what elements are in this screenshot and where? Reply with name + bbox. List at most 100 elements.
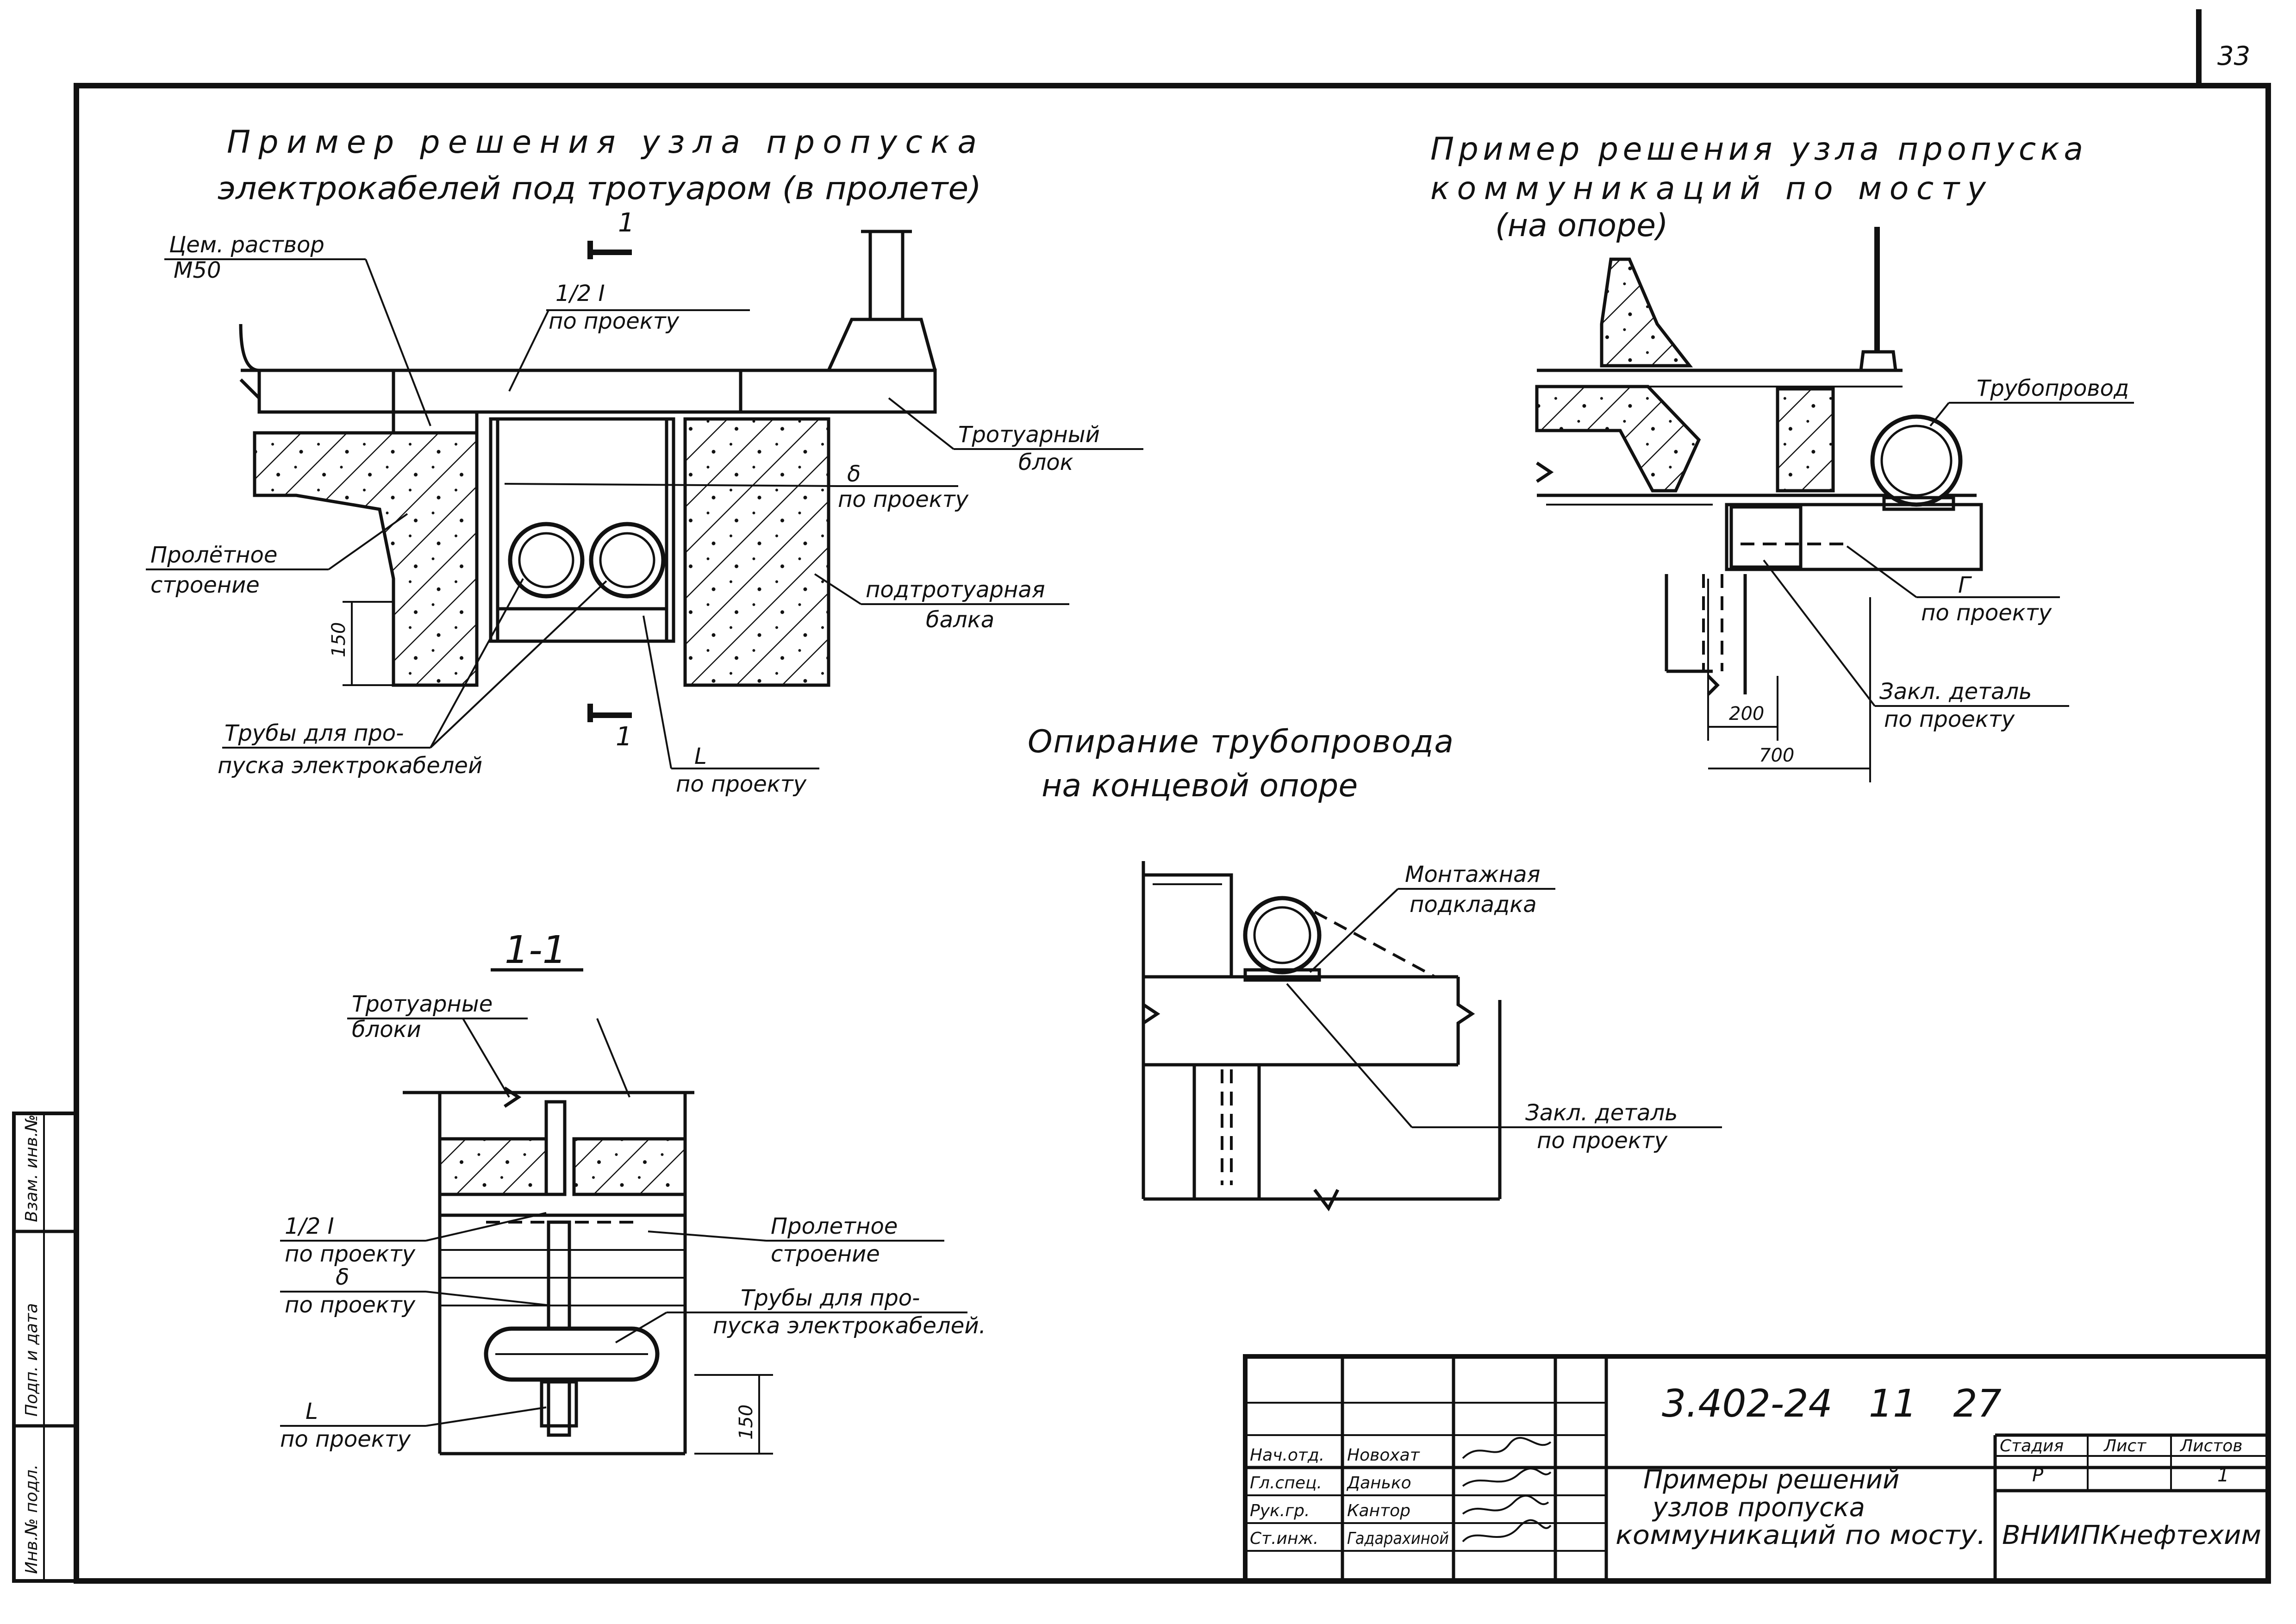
pipeline-label: Трубопровод xyxy=(1977,375,2129,401)
doc-title-1: Примеры решений xyxy=(1643,1465,1899,1495)
detail-on-support: Пример решения узла пропуска коммуникаци… xyxy=(1430,131,2134,782)
section-mark-bottom: 1 xyxy=(616,722,632,752)
span-structure-label-2: строение xyxy=(150,572,260,598)
beam-label: подтротуарная xyxy=(866,577,1045,603)
mounting-pad xyxy=(1243,968,1321,982)
beam-left-break xyxy=(1142,1003,1160,1024)
role-3: Ст.инж. xyxy=(1250,1529,1318,1548)
sec-half-beam: 1/2 I xyxy=(285,1213,334,1239)
g-mark: Г xyxy=(1958,572,1972,598)
embedded-plate xyxy=(1729,505,1803,569)
ground-break xyxy=(1313,1188,1340,1212)
outer-frame xyxy=(74,83,2271,1584)
sec-half-beam-pp: по проекту xyxy=(285,1241,416,1267)
stage-value: Р xyxy=(2032,1465,2044,1486)
sec-span-label: Пролетное xyxy=(771,1213,898,1239)
l-mark-leader xyxy=(643,615,672,769)
sec-blocks-label: Тротуарные xyxy=(352,991,493,1017)
abutment-wall xyxy=(1142,861,1233,1199)
page-number: 33 xyxy=(2217,41,2250,71)
sec-span-leader xyxy=(648,1230,767,1242)
sheets-label: Листов xyxy=(2179,1437,2242,1455)
sec-half-beam-leader xyxy=(425,1212,547,1242)
l-mark-label: L xyxy=(694,743,707,769)
cable-pipes-leader-1 xyxy=(430,578,524,748)
cable-pipe-2 xyxy=(589,522,666,599)
detail1-title-line2: электрокабелей под тротуаром (в пролете) xyxy=(218,170,981,207)
section-1-1: 1-1 Тротуарные блоки 1/2 I по проекту δ … xyxy=(280,928,986,1455)
dim700-label: 700 xyxy=(1759,745,1794,766)
detail-under-sidewalk: Пример решения узла пропуска электрокабе… xyxy=(146,124,1143,797)
section-arrow-bottom xyxy=(587,704,632,722)
sidewalk-block-left xyxy=(438,1137,548,1196)
pier-cap xyxy=(1725,503,1983,571)
half-beam-per-project: по проекту xyxy=(549,308,680,334)
pier-hidden xyxy=(1702,574,1723,671)
sidewalk-block-curb xyxy=(827,318,937,371)
column-lines xyxy=(1192,1065,1261,1199)
zigzag-break-left xyxy=(239,378,261,400)
stamp-inv-repl: Взам. инв.№ xyxy=(22,1114,41,1222)
parapet-lower xyxy=(1535,385,1701,493)
cement-mortar-leader xyxy=(365,259,431,426)
designation: 3.402-24 11 27 xyxy=(1662,1382,2002,1426)
cable-pipe-1-inner xyxy=(518,532,574,588)
end-embedded-per-project: по проекту xyxy=(1537,1128,1668,1154)
sidewalk-block-leader xyxy=(888,397,955,450)
detail3-title-line2: на концевой опоре xyxy=(1042,768,1358,804)
name-3: Гадарахиной xyxy=(1347,1529,1449,1548)
mounting-pad-label-2: подкладка xyxy=(1410,892,1537,918)
detail2-title-line1: Пример решения узла пропуска xyxy=(1430,131,2083,168)
dim150-label: 150 xyxy=(328,622,349,657)
sec-l-pp: по проекту xyxy=(280,1426,411,1452)
cable-pipes-leader-2 xyxy=(430,580,607,749)
end-pipe xyxy=(1243,896,1322,974)
pipeline-circle-inner xyxy=(1880,425,1953,497)
stamp-inv-orig: Инв.№ подл. xyxy=(22,1464,41,1574)
side-stamp: Взам. инв.№ Подп. и дата Инв.№ подл. xyxy=(12,1112,78,1583)
sidewalk-block-label-2: блок xyxy=(1018,450,1073,475)
sec-dim150-label: 150 xyxy=(736,1405,757,1440)
doc-title-2: узлов пропуска xyxy=(1652,1493,1865,1523)
end-embedded-leader xyxy=(1286,983,1413,1128)
beam-leader xyxy=(814,573,862,605)
g-mark-leader xyxy=(1846,545,1917,598)
pipeline-leader xyxy=(1929,402,1950,427)
sec-pipes-label: Трубы для про- xyxy=(741,1285,920,1311)
section-mark-top: 1 xyxy=(618,208,635,238)
sec-delta-leader xyxy=(425,1291,551,1306)
slope-dash xyxy=(1314,911,1436,978)
sheets-value: 1 xyxy=(2217,1465,2229,1486)
half-beam-label: 1/2 I xyxy=(555,281,605,306)
half-beam-slab xyxy=(392,369,742,414)
curb-profile xyxy=(1600,257,1693,368)
sec-l-mark: L xyxy=(306,1399,318,1424)
section-arrow-top xyxy=(587,241,632,259)
railing-base xyxy=(1859,350,1897,371)
beam-end-break xyxy=(1456,977,1475,1065)
column-hidden xyxy=(1221,1069,1233,1185)
signatures xyxy=(1462,1437,1552,1543)
sec-blocks-leader-2 xyxy=(596,1018,630,1098)
mounting-pad-label: Монтажная xyxy=(1405,862,1540,887)
section-title: 1-1 xyxy=(505,928,567,972)
cable-channel xyxy=(489,417,675,643)
cement-mortar-label: Цем. раствор xyxy=(169,232,324,258)
under-sidewalk-beam xyxy=(683,417,830,687)
sheet-label: Лист xyxy=(2103,1437,2146,1455)
pipeline-circle xyxy=(1870,414,1963,507)
sidewalk-block-right xyxy=(572,1137,687,1196)
cement-grade-label: М50 xyxy=(174,257,221,283)
sec-l-leader xyxy=(425,1406,547,1427)
g-mark-per-project: по проекту xyxy=(1921,600,2052,626)
support-wall xyxy=(1776,387,1835,493)
break-left xyxy=(1536,462,1554,483)
pier-column xyxy=(1665,574,1747,694)
sec-span-label-2: строение xyxy=(771,1241,880,1267)
span-structure-left xyxy=(253,431,479,687)
detail-end-support: Опирание трубопровода на концевой опоре … xyxy=(1028,724,1722,1212)
cement-mortar-strip xyxy=(392,410,479,435)
sec-pipes-leader xyxy=(615,1312,668,1343)
sec-delta-pp: по проекту xyxy=(285,1292,416,1318)
section-break-top xyxy=(504,1087,522,1108)
